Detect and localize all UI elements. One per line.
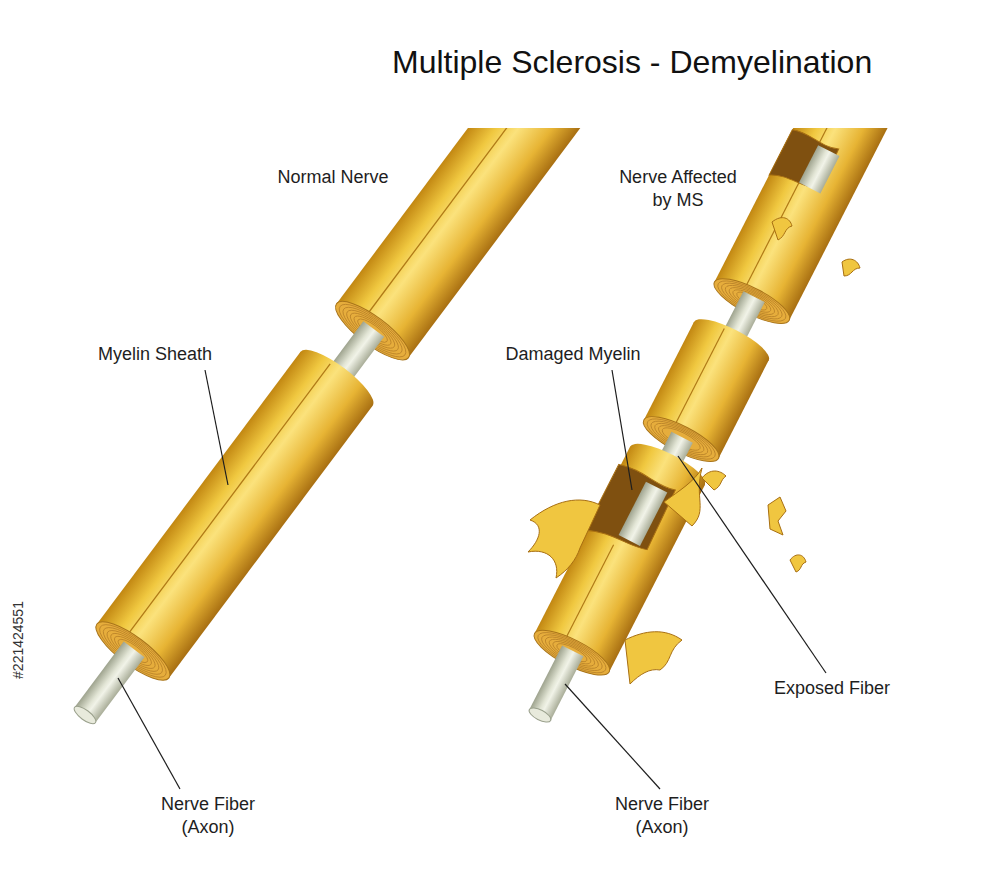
- axon: [799, 145, 839, 193]
- myelin-damage: [585, 462, 677, 560]
- axon-end: [72, 703, 99, 727]
- diagram-title: Multiple Sclerosis - Demyelination: [392, 44, 872, 81]
- myelin-end: [688, 311, 774, 371]
- part-label: Damaged Myelin: [488, 343, 658, 366]
- myelin-end: [293, 341, 381, 416]
- ms-nerve: [499, 128, 940, 739]
- part-label: Nerve Fiber (Axon): [153, 793, 263, 838]
- myelin-seam: [122, 364, 330, 643]
- leader-line: [205, 370, 228, 485]
- leader-lines: [118, 370, 826, 789]
- part-label: Normal Nerve: [253, 166, 413, 189]
- part-label: Nerve Fiber (Axon): [607, 793, 717, 838]
- myelin-seam: [671, 329, 725, 434]
- myelin-flakes: [528, 218, 860, 684]
- myelin-flake: [664, 468, 702, 526]
- leader-line: [678, 456, 826, 673]
- axon-end: [527, 705, 553, 725]
- myelin-flake: [842, 259, 860, 276]
- leader-line: [118, 678, 180, 789]
- leader-line: [565, 684, 660, 789]
- myelin-flake: [702, 471, 726, 490]
- myelin-seam: [361, 128, 613, 322]
- part-label: Myelin Sheath: [70, 343, 240, 366]
- part-label: Exposed Fiber: [747, 677, 917, 700]
- myelin-seam: [741, 128, 891, 296]
- watermark-number: #221424551: [10, 601, 26, 679]
- myelin-flake: [625, 632, 682, 684]
- normal-nerve: [46, 128, 660, 746]
- myelin-segment: [97, 352, 373, 678]
- myelin-flake: [528, 500, 600, 578]
- nerves: [46, 128, 940, 746]
- myelin-flake: [768, 497, 786, 535]
- myelin-flake: [790, 555, 806, 572]
- myelin-flake: [772, 218, 792, 240]
- part-label: Nerve Affected by MS: [608, 166, 748, 211]
- myelin-hole: [769, 128, 840, 199]
- leader-line: [612, 370, 632, 490]
- axon: [619, 482, 668, 546]
